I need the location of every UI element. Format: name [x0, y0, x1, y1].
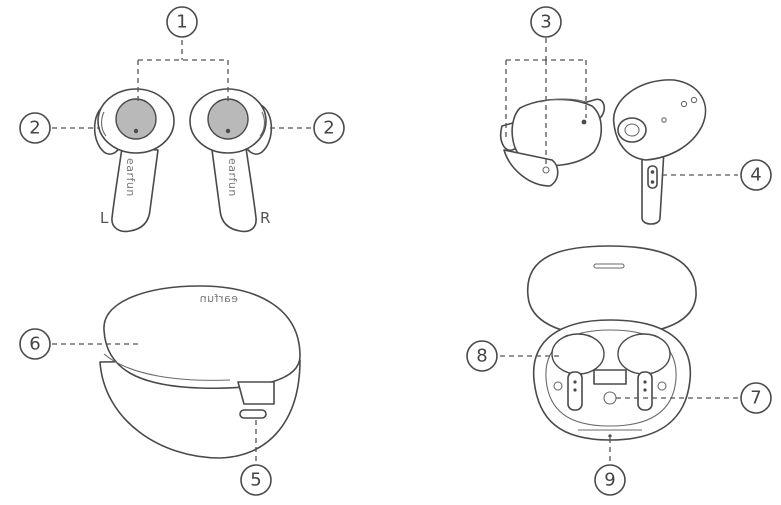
callout-3: 3: [530, 6, 562, 38]
svg-text:3: 3: [540, 12, 551, 33]
callout-5: 5: [240, 464, 272, 496]
callout-8: 8: [466, 340, 498, 372]
earbud-side-icon: [499, 98, 606, 187]
earbud-right-logo: earfun: [226, 158, 239, 197]
svg-text:9: 9: [604, 470, 615, 491]
svg-text:8: 8: [476, 346, 487, 367]
callout-2-right: 2: [313, 112, 345, 144]
callout-7: 7: [740, 382, 772, 414]
charging-case-open-icon: [527, 245, 697, 441]
svg-text:2: 2: [323, 118, 334, 139]
callout-3-leader: [505, 38, 587, 165]
case-logo: earfun: [199, 292, 238, 305]
svg-text:2: 2: [29, 118, 40, 139]
callout-6: 6: [19, 328, 51, 360]
callout-4: 4: [740, 159, 772, 191]
callout-9: 9: [594, 464, 626, 496]
left-side-label: L: [100, 209, 109, 227]
earbud-left-logo: earfun: [124, 158, 137, 197]
svg-text:5: 5: [250, 470, 261, 491]
svg-text:4: 4: [750, 165, 761, 186]
right-side-label: R: [260, 209, 270, 227]
callout-2-left: 2: [19, 112, 51, 144]
svg-text:6: 6: [29, 334, 40, 355]
earbud-back-icon: [612, 79, 707, 225]
callout-1-leader: [137, 40, 229, 104]
svg-text:7: 7: [750, 388, 761, 409]
earbud-left-icon: earfun: [93, 88, 175, 233]
callout-1: 1: [166, 6, 198, 38]
charging-case-closed-icon: earfun: [99, 285, 301, 459]
svg-text:1: 1: [176, 12, 187, 33]
